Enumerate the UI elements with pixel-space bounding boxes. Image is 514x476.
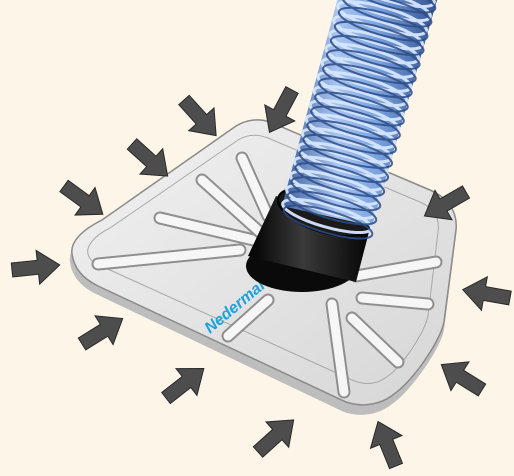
suction-arrow-icon (460, 273, 513, 315)
slot (362, 298, 428, 304)
suction-arrow-icon (362, 415, 412, 472)
suction-arrow-icon (156, 355, 215, 411)
suction-arrow-icon (247, 407, 305, 464)
suction-arrow-icon (10, 248, 61, 287)
suction-arrow-icon (73, 304, 132, 358)
suction-arrow-icon (432, 350, 491, 404)
